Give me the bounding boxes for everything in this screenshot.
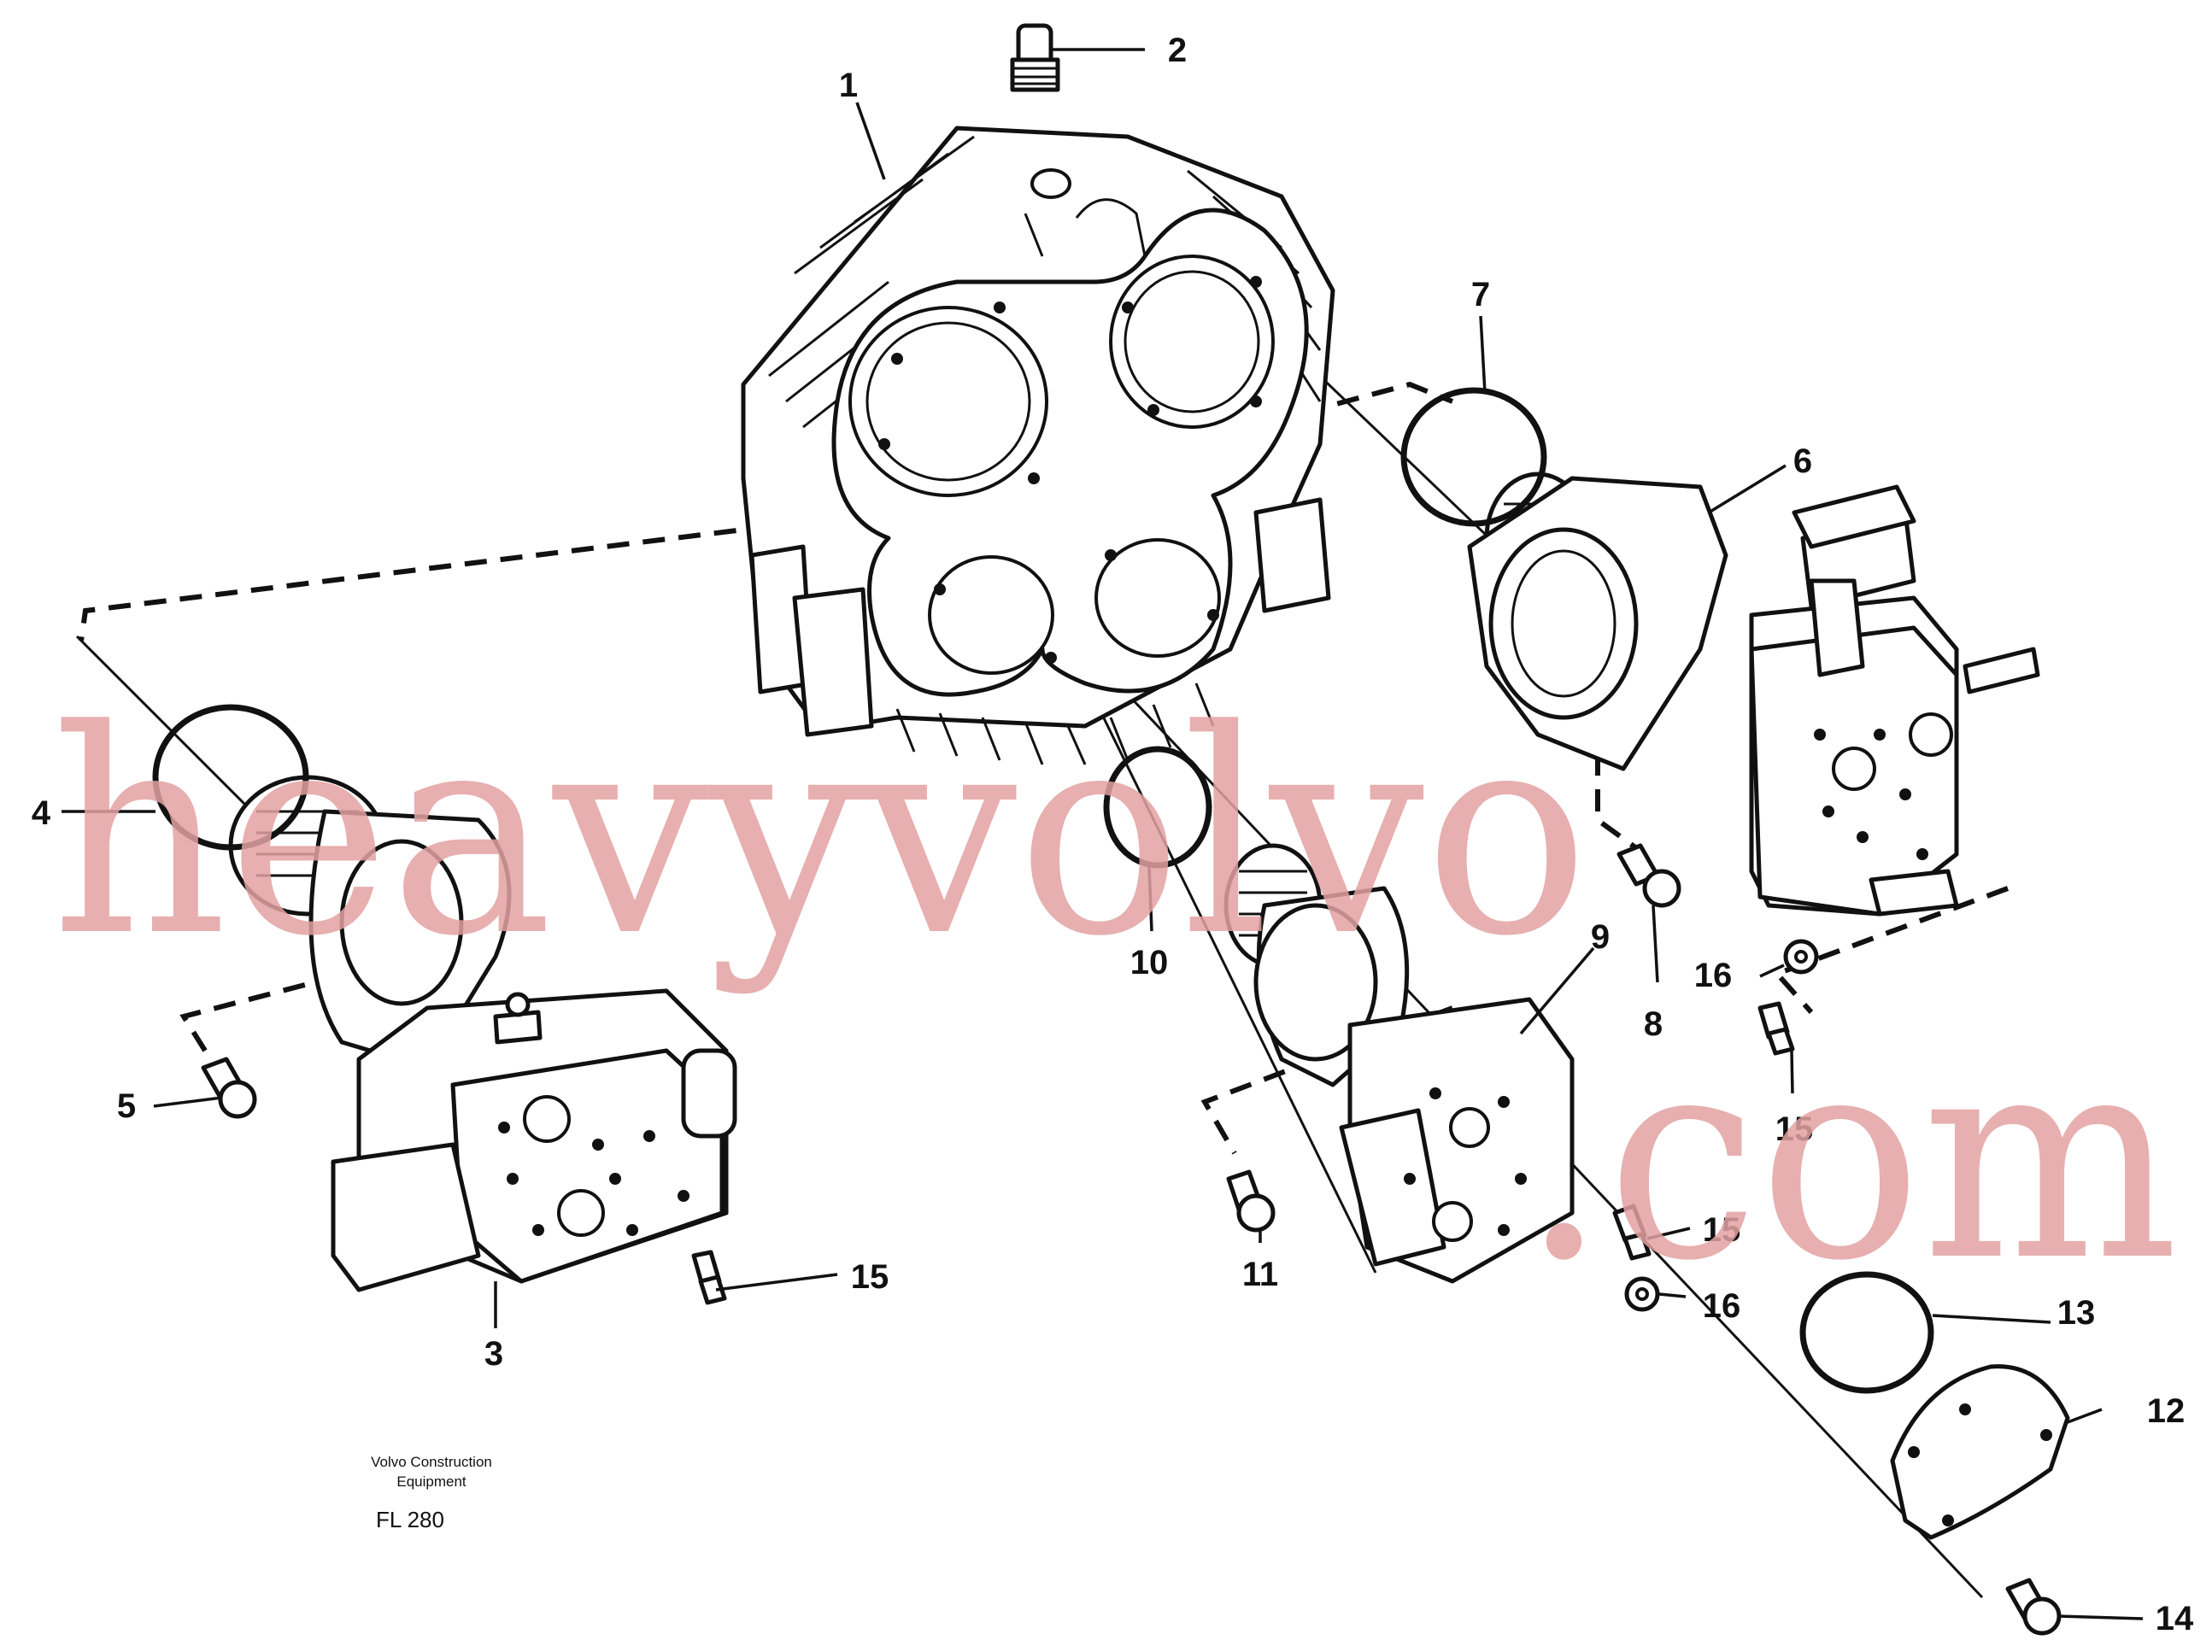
callout-5: 5 [117, 1087, 136, 1125]
callout-15-right-pump: 15 [1775, 1110, 1814, 1148]
callout-9: 9 [1591, 918, 1610, 956]
right-hydraulic-pump [1467, 472, 2040, 917]
callout-7: 7 [1471, 276, 1490, 313]
callout-6: 6 [1793, 442, 1812, 480]
callout-labels: 1 2 3 4 5 6 7 8 9 10 11 12 13 14 15 15 1… [32, 32, 2194, 1637]
centre-hydraulic-pump [1223, 843, 1575, 1284]
callout-14: 14 [2156, 1600, 2194, 1637]
fasteners [201, 843, 2062, 1636]
watermark-domain-suffix: .com [1521, 994, 2179, 1322]
callout-13: 13 [2057, 1294, 2096, 1332]
callout-15-centre-pump: 15 [1703, 1211, 1741, 1249]
breather-plug [1010, 23, 1060, 92]
watermark-text: heavyvolvo [51, 670, 1589, 998]
watermark: heavyvolvo .com [51, 670, 2179, 1322]
leader-lines [62, 48, 2144, 1620]
callout-15-left-pump: 15 [851, 1258, 889, 1296]
callout-12: 12 [2147, 1392, 2186, 1430]
callout-16-centre-pump: 16 [1703, 1287, 1741, 1325]
model-code: FL 280 [376, 1507, 444, 1532]
caption-block: Volvo Construction Equipment FL 280 [371, 1454, 492, 1532]
cover-plate [1890, 1364, 2070, 1540]
callout-4: 4 [32, 794, 51, 832]
o-rings [152, 387, 1934, 1394]
callout-1: 1 [839, 67, 858, 104]
callout-16-right-pump: 16 [1694, 957, 1733, 994]
callout-11: 11 [1242, 1256, 1278, 1293]
caption-line-1: Volvo Construction [371, 1454, 492, 1470]
callout-3: 3 [484, 1335, 503, 1373]
callout-2: 2 [1168, 32, 1187, 69]
left-hydraulic-pump [228, 775, 737, 1292]
gearbox-housing [741, 126, 1335, 765]
caption-line-2: Equipment [396, 1473, 466, 1490]
callout-10: 10 [1130, 944, 1169, 981]
callout-8: 8 [1644, 1005, 1663, 1043]
